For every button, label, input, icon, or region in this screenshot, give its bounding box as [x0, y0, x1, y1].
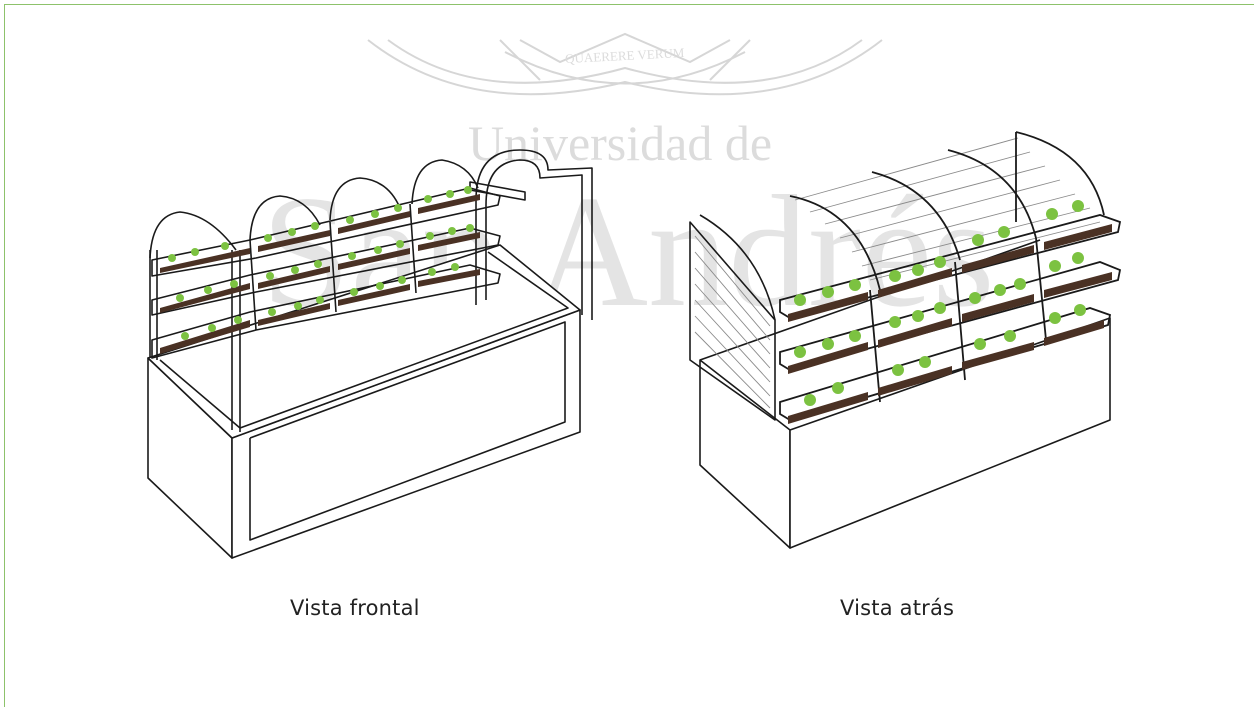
page-border	[4, 4, 1254, 707]
back-view-caption: Vista atrás	[840, 596, 955, 620]
front-view-caption: Vista frontal	[290, 596, 420, 620]
